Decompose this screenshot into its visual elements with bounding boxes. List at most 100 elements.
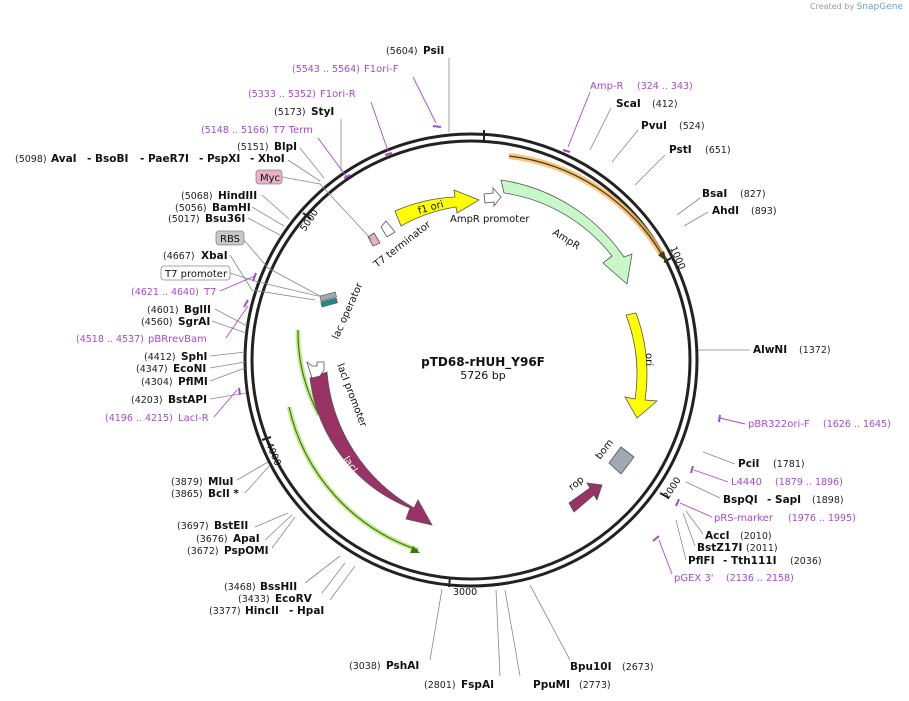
enzyme-blpi[interactable]: BlpI	[274, 141, 297, 153]
label-rbs[interactable]: RBS	[220, 234, 240, 245]
enzyme-bspqi[interactable]: BspQI	[723, 494, 758, 506]
t7-promoter-box	[160, 265, 231, 281]
feature-lac-operator-a[interactable]	[319, 291, 337, 302]
enzyme-pos-pflmi: (4304)	[141, 377, 173, 388]
enzyme-paer7i[interactable]: - PaeR7I	[140, 153, 189, 165]
enzyme-pvui[interactable]: PvuI	[641, 120, 667, 132]
primer-pos-laci-r: (4196 .. 4215)	[105, 413, 173, 424]
enzyme-pos-alwni: (1372)	[799, 345, 831, 356]
feature-lac-operator-b[interactable]	[320, 297, 338, 308]
primer-prs-marker[interactable]: pRS-marker	[714, 513, 774, 524]
enzyme-pos-hindiii: (5068)	[181, 191, 213, 202]
enzyme-scai[interactable]: ScaI	[616, 98, 641, 110]
enzyme-psti[interactable]: PstI	[669, 144, 692, 156]
enzyme-bcli[interactable]: BclI *	[208, 488, 239, 500]
enzyme-pspxi[interactable]: - PspXI	[199, 153, 240, 165]
enzyme-bsu36i[interactable]: Bsu36I	[205, 213, 245, 225]
enzyme-hincii[interactable]: HincII	[245, 605, 279, 617]
enzyme-bsteii[interactable]: BstEII	[214, 520, 248, 532]
primer-pbr322ori-f[interactable]: pBR322ori-F	[748, 419, 810, 430]
enzyme-bamhi[interactable]: BamHI	[212, 202, 251, 214]
enzyme-bpu10i[interactable]: Bpu10I	[570, 661, 612, 673]
primer-pos-l4440: (1879 .. 1896)	[775, 477, 843, 488]
feature-laci[interactable]	[309, 371, 433, 526]
enzyme-pos-ppumi: (2773)	[579, 680, 611, 691]
leader-fspai	[495, 589, 501, 677]
leader-pflmi	[209, 367, 246, 382]
feature-laci-promoter[interactable]	[306, 360, 325, 379]
primer-amp-r[interactable]: Amp-R	[590, 81, 624, 92]
enzyme-pos-avai: (5098)	[15, 154, 47, 165]
enzyme-pos-sapi: (1898)	[812, 495, 844, 506]
enzyme-bglii[interactable]: BglII	[184, 304, 211, 316]
enzyme-pflfi[interactable]: PflFI	[688, 555, 715, 567]
snapgene-logo: SnapGene	[856, 2, 903, 12]
enzyme-sgrai[interactable]: SgrAI	[178, 316, 210, 328]
enzyme-pos-mlui: (3879)	[171, 477, 203, 488]
primer-pbrrevbam[interactable]: pBRrevBam	[148, 334, 207, 345]
enzyme-pos-hincii: (3377)	[209, 606, 241, 617]
primer-f1ori-r[interactable]: F1ori-R	[320, 89, 356, 100]
enzyme-bstapi[interactable]: BstAPI	[168, 394, 207, 406]
feature-label-rop: rop	[567, 474, 587, 493]
primer-mark-t7	[252, 272, 257, 282]
enzyme-xhoi[interactable]: - XhoI	[250, 153, 285, 165]
enzyme-alwni[interactable]: AlwNI	[753, 344, 787, 356]
enzyme-pos-fspai: (2801)	[424, 680, 456, 691]
tick-mark-4000	[261, 436, 272, 441]
enzyme-pos-pvui: (524)	[679, 121, 705, 132]
enzyme-econi[interactable]: EcoNI	[173, 363, 206, 375]
primer-t7-term[interactable]: T7 Term	[272, 125, 313, 136]
enzyme-hpai[interactable]: - HpaI	[289, 605, 324, 617]
feature-bom[interactable]	[608, 446, 635, 475]
leader-apai	[264, 514, 293, 541]
enzyme-apai[interactable]: ApaI	[233, 533, 260, 545]
primer-l4440[interactable]: L4440	[731, 477, 762, 488]
enzyme-pcii[interactable]: PciI	[738, 458, 759, 470]
enzyme-pos-bpu10i: (2673)	[622, 662, 654, 673]
feature-ori[interactable]	[624, 312, 658, 419]
enzyme-psii[interactable]: PsiI	[423, 45, 444, 57]
enzyme-xbai[interactable]: XbaI	[201, 250, 228, 262]
feature-rop[interactable]	[568, 482, 603, 513]
enzyme-sphi[interactable]: SphI	[181, 351, 207, 363]
enzyme-ecorv[interactable]: EcoRV	[275, 593, 313, 605]
feature-f1-ori[interactable]	[394, 189, 480, 227]
feature-ampr-promoter[interactable]	[483, 186, 502, 208]
primer-leader-l4440	[693, 469, 729, 483]
primer-f1ori-f[interactable]: F1ori-F	[364, 64, 399, 75]
primer-pos-prs-marker: (1976 .. 1995)	[788, 513, 856, 524]
primer-pgex3[interactable]: pGEX 3'	[674, 573, 714, 584]
enzyme-styi[interactable]: StyI	[311, 106, 334, 118]
enzyme-ahdi[interactable]: AhdI	[712, 205, 739, 217]
feature-label-t7-terminator: T7 terminator	[371, 219, 433, 271]
leader-hindiii	[261, 194, 290, 220]
label-myc[interactable]: Myc	[260, 173, 280, 184]
enzyme-bsobi[interactable]: - BsoBI	[87, 153, 128, 165]
enzyme-ppumi[interactable]: PpuMI	[533, 679, 570, 691]
enzyme-pos-psti: (651)	[705, 145, 731, 156]
feature-t7-terminator[interactable]	[380, 220, 396, 238]
enzyme-mlui[interactable]: MluI	[208, 476, 233, 488]
enzyme-hindiii[interactable]: HindIII	[218, 190, 257, 202]
primer-pos-pbr322ori-f: (1626 .. 1645)	[823, 419, 891, 430]
enzyme-pspomi[interactable]: PspOMI	[224, 545, 269, 557]
enzyme-pos-bcli: (3865)	[171, 489, 203, 500]
enzyme-acci[interactable]: AccI	[705, 530, 729, 542]
enzyme-tth111i[interactable]: - Tth111I	[723, 555, 777, 567]
primer-pos-f1ori-f: (5543 .. 5564)	[292, 64, 360, 75]
primer-pos-f1ori-r: (5333 .. 5352)	[248, 89, 316, 100]
enzyme-sapi[interactable]: - SapI	[767, 494, 801, 506]
feature-ampr[interactable]	[500, 179, 633, 285]
enzyme-avai[interactable]: AvaI	[51, 153, 77, 165]
primer-laci-r[interactable]: LacI-R	[178, 413, 209, 424]
enzyme-bsshii[interactable]: BssHII	[260, 581, 297, 593]
enzyme-fspai[interactable]: FspAI	[461, 679, 494, 691]
enzyme-pshai[interactable]: PshAI	[386, 660, 419, 672]
enzyme-bstz17i[interactable]: BstZ17I	[697, 542, 742, 554]
label-t7-promoter[interactable]: T7 promoter	[164, 269, 228, 280]
enzyme-pflmi[interactable]: PflMI	[178, 376, 208, 388]
leader-xbai	[229, 254, 316, 301]
primer-t7[interactable]: T7	[203, 287, 216, 298]
enzyme-bsai[interactable]: BsaI	[702, 188, 727, 200]
